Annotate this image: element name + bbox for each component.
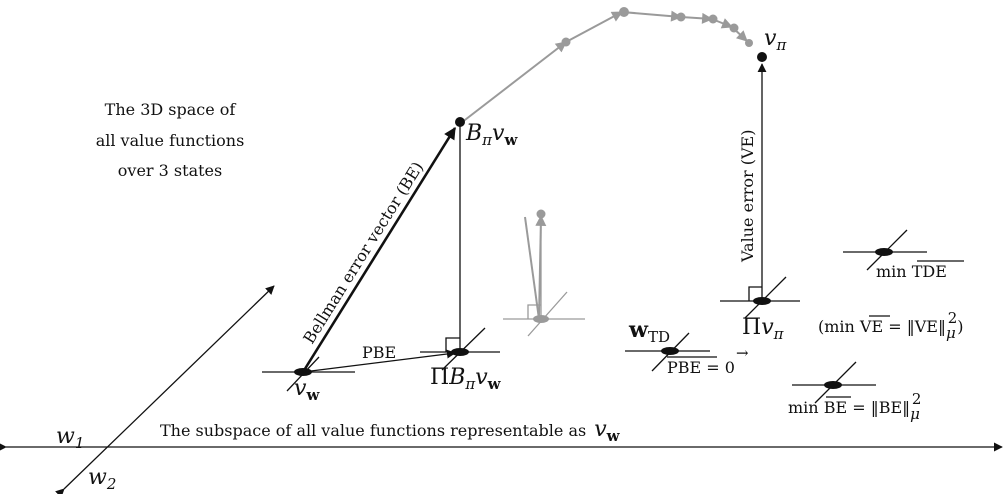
v-pi-label: vπ xyxy=(764,26,787,54)
min-be-equation: min BE = ‖BE‖μ2 xyxy=(788,390,921,423)
svg-text:The 3D space of: The 3D space of xyxy=(105,100,237,119)
svg-text:all value functions: all value functions xyxy=(96,131,245,150)
min-tde-equation: min TDE xyxy=(876,262,947,281)
pbe-label: PBE xyxy=(362,343,396,362)
pbe-vector xyxy=(302,349,456,373)
axis-w1-label: w1 xyxy=(56,424,84,452)
pi-b-pi-v-w-point xyxy=(420,327,500,371)
space-caption: The 3D space of all value functions over… xyxy=(96,100,245,180)
iterate-point xyxy=(619,7,629,17)
axis-w2-label: w2 xyxy=(88,465,116,493)
iterate-point xyxy=(745,39,753,47)
v-pi-point xyxy=(757,52,767,62)
iterate-point xyxy=(729,23,739,33)
min-tde-point xyxy=(843,229,927,271)
value-error-label: Value error (VE) xyxy=(738,130,757,263)
iterate-point xyxy=(561,37,571,47)
bellman-iteration-path xyxy=(460,7,753,124)
svg-text:over 3 states: over 3 states xyxy=(118,161,222,180)
pi-v-pi-point xyxy=(720,276,800,319)
min-be-point xyxy=(792,361,876,404)
axis-w2 xyxy=(55,285,275,494)
subspace-caption: The subspace of all value functions repr… xyxy=(160,417,621,445)
pbe-zero-equation: PBE = 0 xyxy=(667,358,735,377)
bellman-error-vector xyxy=(301,126,457,373)
zero-vector-arrow: → xyxy=(736,344,749,362)
w-td-point xyxy=(625,332,710,372)
secondary-projection xyxy=(503,209,585,337)
v-w-label: vw xyxy=(294,376,320,404)
iterate-point xyxy=(676,12,686,22)
iterate-point xyxy=(708,14,718,24)
pi-v-pi-label: Πvπ xyxy=(742,315,785,343)
pi-b-pi-v-w-label: ΠBπvw xyxy=(430,365,502,393)
bellman-error-label: Bellman error vector (BE) xyxy=(299,158,427,347)
b-pi-v-w-label: Bπvw xyxy=(465,121,518,149)
w-td-label: wTD xyxy=(628,317,670,346)
min-ve-equation: (min VE = ‖VE‖μ2) xyxy=(818,309,964,342)
